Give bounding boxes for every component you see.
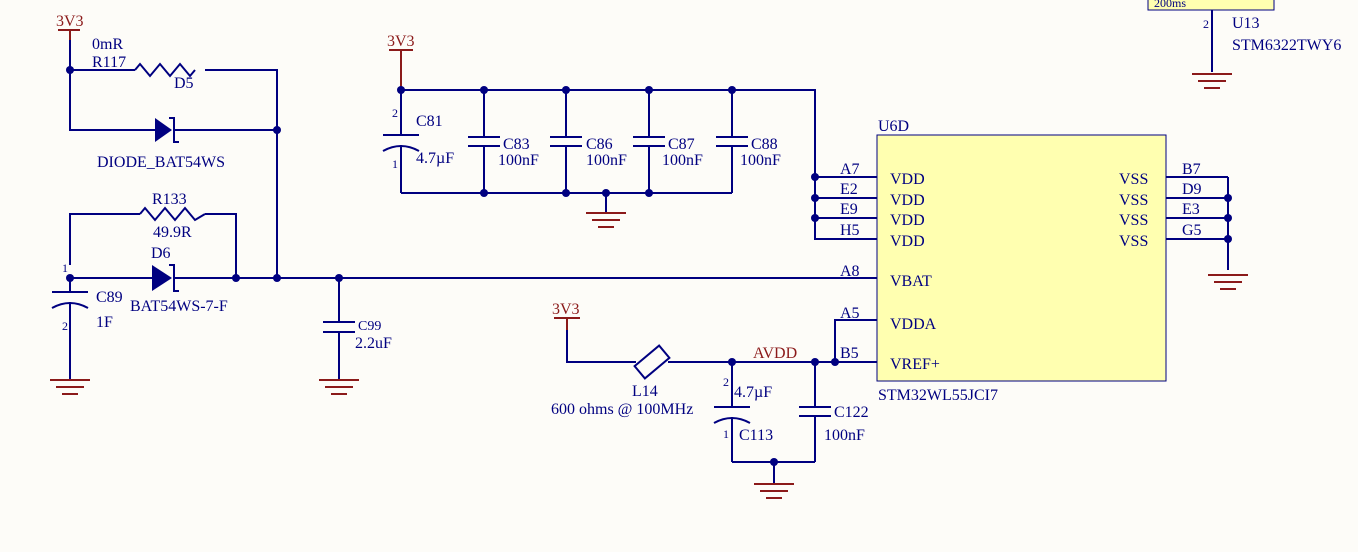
svg-text:2: 2: [392, 106, 398, 120]
d5-part: DIODE_BAT54WS: [97, 154, 225, 171]
ground-vss: [1208, 274, 1248, 290]
c87-capacitor: [633, 90, 665, 193]
c87-value: 100nF: [662, 152, 703, 169]
u13-partial-body: 200ms: [1147, 0, 1275, 11]
c122-value: 100nF: [824, 427, 865, 444]
u6d-pin-num: E9: [840, 201, 858, 218]
l14-ferrite-bead: [633, 344, 671, 380]
u6d-part: STM32WL55JCI7: [878, 387, 998, 404]
r117-ref: R117: [92, 54, 126, 71]
u6d-pin-name: VSS: [1119, 233, 1148, 250]
c83-value: 100nF: [498, 152, 539, 169]
u6d-pin-num: B5: [840, 345, 859, 362]
d5-diode: [135, 117, 277, 143]
u6d-pin-name: VREF+: [890, 356, 940, 373]
svg-text:3V3: 3V3: [387, 33, 415, 50]
l14-ref: L14: [632, 383, 658, 400]
svg-text:2: 2: [62, 319, 68, 333]
c83-capacitor: [468, 90, 500, 193]
c89-capacitor: [51, 278, 89, 380]
r117-resistor: [134, 62, 196, 78]
u6d-ref: U6D: [878, 118, 909, 135]
c88-capacitor: [716, 90, 748, 193]
r133-resistor: [139, 206, 206, 222]
r117-value: 0mR: [92, 36, 123, 53]
d6-ref: D6: [151, 245, 171, 262]
c88-ref: C88: [751, 136, 778, 153]
c99-value: 2.2uF: [355, 335, 392, 352]
svg-text:200ms: 200ms: [1154, 0, 1186, 10]
u6d-pin-num: A8: [840, 263, 860, 280]
ground-avdd: [754, 462, 794, 499]
c89-value: 1F: [96, 314, 113, 331]
r133-value: 49.9R: [153, 224, 192, 241]
c81-ref: C81: [416, 113, 443, 130]
c122-capacitor: [799, 362, 831, 462]
c122-ref: C122: [834, 404, 869, 421]
ground-decoupling: [586, 193, 626, 228]
u6d-pin-num: G5: [1182, 222, 1202, 239]
u13-part: STM6322TWY6: [1232, 37, 1341, 54]
u6d-pin-num: B7: [1182, 161, 1201, 178]
u6d-pin-name: VDD: [890, 233, 925, 250]
u6d-pin-num: H5: [840, 222, 860, 239]
c86-capacitor: [550, 90, 582, 193]
c81-value: 4.7µF: [416, 150, 454, 167]
r133-ref: R133: [152, 191, 187, 208]
d5-ref: D5: [174, 75, 194, 92]
svg-text:2: 2: [1203, 17, 1209, 31]
u13-ref: U13: [1232, 15, 1260, 32]
u6d-ic-body: [876, 134, 1167, 382]
ground-c99: [319, 379, 359, 395]
avdd-net-label: AVDD: [753, 345, 797, 362]
c113-value: 4.7µF: [734, 384, 772, 401]
power-3v3-top-left: 3V3: [56, 13, 84, 40]
c81-capacitor: [382, 90, 420, 193]
svg-text:3V3: 3V3: [552, 301, 580, 318]
u6d-pin-name: VSS: [1119, 171, 1148, 188]
u6d-pin-name: VSS: [1119, 192, 1148, 209]
c87-ref: C87: [668, 136, 695, 153]
u6d-pin-num: A7: [840, 161, 860, 178]
u6d-pin-num: E2: [840, 181, 858, 198]
svg-text:1: 1: [392, 157, 398, 171]
u6d-pin-name: VDD: [890, 192, 925, 209]
power-3v3-avdd: 3V3: [552, 301, 580, 330]
d6-part: BAT54WS-7-F: [130, 298, 228, 315]
ground-c89: [50, 379, 90, 395]
c86-value: 100nF: [586, 152, 627, 169]
u6d-pin-name: VBAT: [890, 273, 932, 290]
u6d-pin-name: VDD: [890, 212, 925, 229]
c99-capacitor: [323, 278, 355, 380]
c83-ref: C83: [503, 136, 530, 153]
c99-ref: C99: [358, 319, 381, 334]
l14-value: 600 ohms @ 100MHz: [551, 401, 693, 418]
c86-ref: C86: [586, 136, 613, 153]
svg-text:1: 1: [62, 261, 68, 275]
u6d-pin-name: VSS: [1119, 212, 1148, 229]
d6-diode: [70, 264, 236, 292]
u6d-pin-name: VDDA: [890, 316, 937, 333]
ground-u13: [1192, 73, 1232, 89]
u6d-pin-name: VDD: [890, 171, 925, 188]
c113-capacitor: [713, 362, 751, 462]
u6d-pin-num: E3: [1182, 201, 1200, 218]
u6d-pin-num: A5: [840, 305, 860, 322]
svg-text:2: 2: [723, 375, 729, 389]
c89-ref: C89: [96, 289, 123, 306]
power-3v3-decoupling: 3V3: [387, 33, 415, 90]
u6d-pin-num: D9: [1182, 181, 1202, 198]
c88-value: 100nF: [740, 152, 781, 169]
svg-text:3V3: 3V3: [56, 13, 84, 30]
svg-text:1: 1: [723, 427, 729, 441]
c113-ref: C113: [739, 427, 773, 444]
